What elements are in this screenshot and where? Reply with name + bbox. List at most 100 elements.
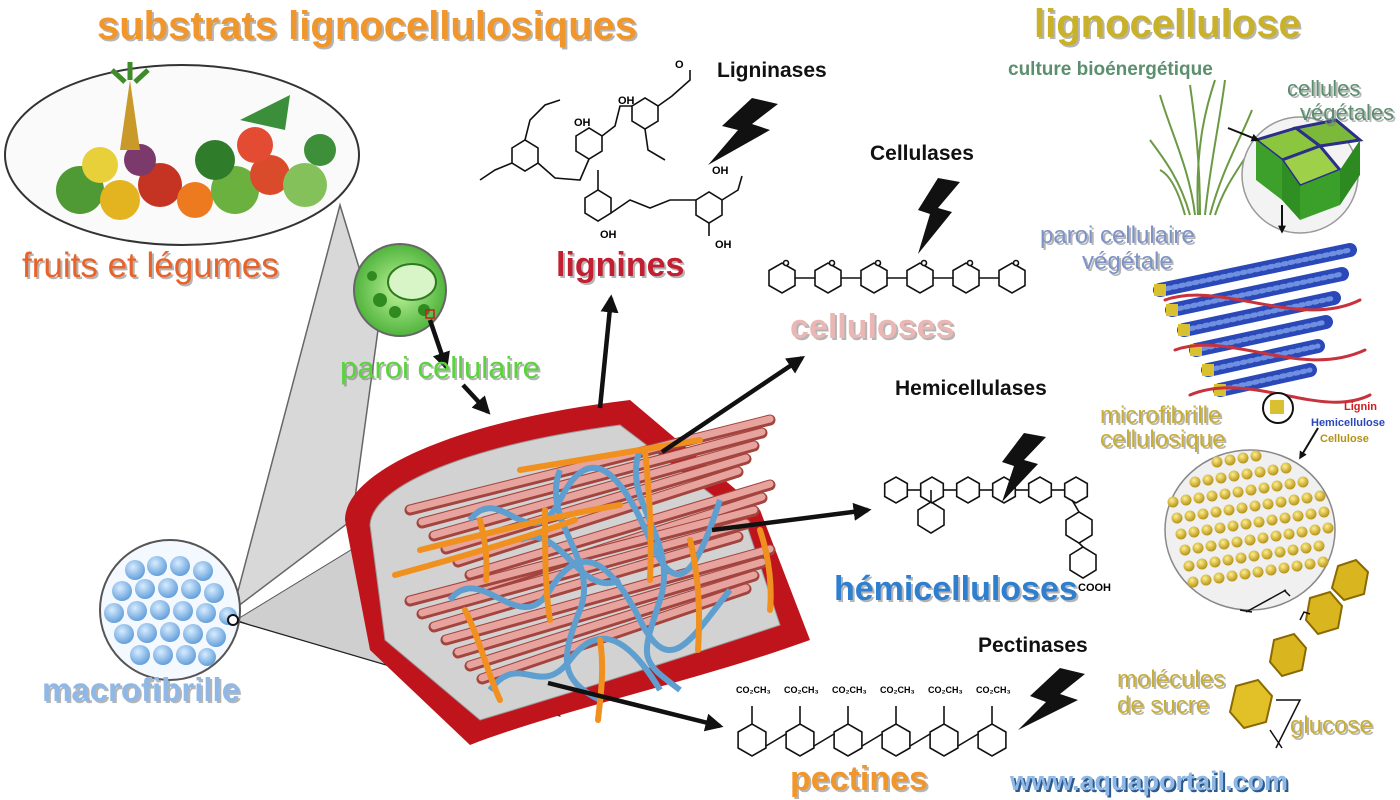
hemicellulose-strand: [552, 468, 602, 703]
cellulose-chain-unit: [1200, 574, 1212, 586]
cellulose-ring: [952, 262, 980, 294]
cellulose-chain-unit: [1236, 502, 1248, 514]
hemicellulose-ring: [991, 476, 1017, 504]
cellulose-chain-unit: [1175, 528, 1187, 540]
pectin-ring: [833, 723, 863, 757]
chem-oh-2: OH: [574, 117, 591, 129]
chem-cooh: COOH: [1078, 582, 1111, 594]
cellulose-chain-unit: [1270, 530, 1282, 542]
chem-oh-1: OH: [618, 95, 635, 107]
label-cellules: cellules: [1287, 76, 1361, 101]
cellulose-chain-unit: [1183, 560, 1195, 572]
cellulose-chain-unit: [1250, 450, 1262, 462]
cellulose-chain-unit: [1201, 524, 1213, 536]
pectin-ring: [785, 723, 815, 757]
cellulose-chain-unit: [1288, 494, 1300, 506]
pectin-ring: [929, 723, 959, 757]
cellulose-chain-unit: [1239, 568, 1251, 580]
cellulose-chain-unit: [1241, 468, 1253, 480]
title-lignocellulose: lignocellulose: [1034, 2, 1301, 46]
label-microfibrille: microfibrille: [1100, 402, 1222, 429]
hemicellulose-strand: [447, 558, 733, 654]
cellulose-chain-unit: [1314, 490, 1326, 502]
cellulose-ring: [998, 262, 1026, 294]
cellulose-chain-unit: [1305, 508, 1317, 520]
hemicellulose-structure: [883, 476, 1097, 579]
cellulose-fibres: [404, 414, 776, 685]
hemicellulose-fibres: [447, 448, 733, 703]
cellulose-chain-unit: [1300, 542, 1312, 554]
cellulose-chain-unit: [1266, 514, 1278, 526]
cellulose-chain-unit: [1228, 470, 1240, 482]
cellulose-chain-unit: [1245, 484, 1257, 496]
chem-oh-4: OH: [600, 229, 617, 241]
bioenergy-crop-image: [1149, 79, 1253, 216]
cellulose-ring: [906, 262, 934, 294]
cellulose-chain-unit: [1284, 478, 1296, 490]
cellulose-chain-unit: [1287, 544, 1299, 556]
hemicellulose-strand: [632, 448, 682, 693]
cellulose-chain-unit: [1244, 534, 1256, 546]
chem-co2ch3: CO₂CH₃: [976, 685, 1011, 695]
cellulose-chain-unit: [1296, 526, 1308, 538]
enzyme-bolts: [708, 98, 1085, 730]
cellulose-chain-unit: [1205, 540, 1217, 552]
cellulose-chain-unit: [1301, 492, 1313, 504]
cellulose-microfibril-image: [1164, 449, 1336, 611]
chem-oh-3: OH: [712, 165, 729, 177]
cellulose-chain-unit: [1309, 524, 1321, 536]
cellulose-chain-unit: [1231, 536, 1243, 548]
label-hemicellulases: Hemicellulases: [895, 377, 1047, 400]
cellulose-chain-unit: [1209, 556, 1221, 568]
label-lignines: lignines: [556, 246, 685, 284]
label-molecules: molécules: [1117, 666, 1226, 693]
label-cellulosique: cellulosique: [1100, 426, 1226, 453]
cellulose-chain-unit: [1235, 552, 1247, 564]
legend-lignin: Lignin: [1344, 401, 1377, 413]
lignin-fibres: [392, 437, 774, 723]
cellulose-chain-unit: [1213, 572, 1225, 584]
pectin-structure: [737, 706, 1007, 757]
title-substrats: substrats lignocellulosiques: [97, 4, 638, 48]
plant-cell-wall-image: [1153, 243, 1372, 424]
cellulose-chain-unit: [1265, 564, 1277, 576]
cellulose-chain-unit: [1267, 464, 1279, 476]
cellulose-chain-unit: [1202, 474, 1214, 486]
cellulose-chain-unit: [1304, 558, 1316, 570]
label-fruits-legumes: fruits et légumes: [22, 246, 279, 285]
chem-co2ch3: CO₂CH₃: [832, 685, 867, 695]
cellulose-chain-unit: [1193, 492, 1205, 504]
macrofibril-cross-section: [99, 539, 241, 681]
cellulose-chain-unit: [1292, 510, 1304, 522]
cellulose-chain-unit: [1196, 558, 1208, 570]
cellulose-chain-unit: [1215, 472, 1227, 484]
cellulose-chain-unit: [1179, 544, 1191, 556]
label-glucose: glucose: [1290, 712, 1373, 739]
lignin-strand: [687, 537, 703, 653]
label-culture-bioenergetique: culture bioénergétique: [1008, 59, 1213, 80]
hemicellulose-strand: [487, 635, 663, 692]
lignin-strand: [595, 637, 606, 723]
cellulose-chain-unit: [1192, 542, 1204, 554]
chem-co2ch3: CO₂CH₃: [928, 685, 963, 695]
label-ligninases: Ligninases: [717, 59, 827, 82]
plant-cells-image: [1241, 116, 1364, 234]
chem-co2ch3: CO₂CH₃: [880, 685, 915, 695]
hemicellulose-strand: [467, 464, 723, 578]
cellulose-chain-unit: [1252, 566, 1264, 578]
hemicellulose-ring: [955, 476, 981, 504]
cellulose-chain-unit: [1167, 496, 1179, 508]
label-hemicelluloses: hémicelluloses: [834, 570, 1078, 608]
legend-hemicellulose: Hemicellulose: [1311, 417, 1385, 429]
cellulose-chain-unit: [1279, 512, 1291, 524]
lignin-strand: [462, 607, 503, 703]
cellulose-chain-unit: [1227, 520, 1239, 532]
label-cellulases: Cellulases: [870, 142, 974, 165]
cellulose-chain-unit: [1278, 562, 1290, 574]
label-de-sucre: de sucre: [1117, 692, 1210, 719]
pectin-ring: [737, 723, 767, 757]
cellulose-chain-unit: [1187, 576, 1199, 588]
lignin-strand: [757, 527, 774, 613]
lignin-strand: [642, 447, 654, 583]
